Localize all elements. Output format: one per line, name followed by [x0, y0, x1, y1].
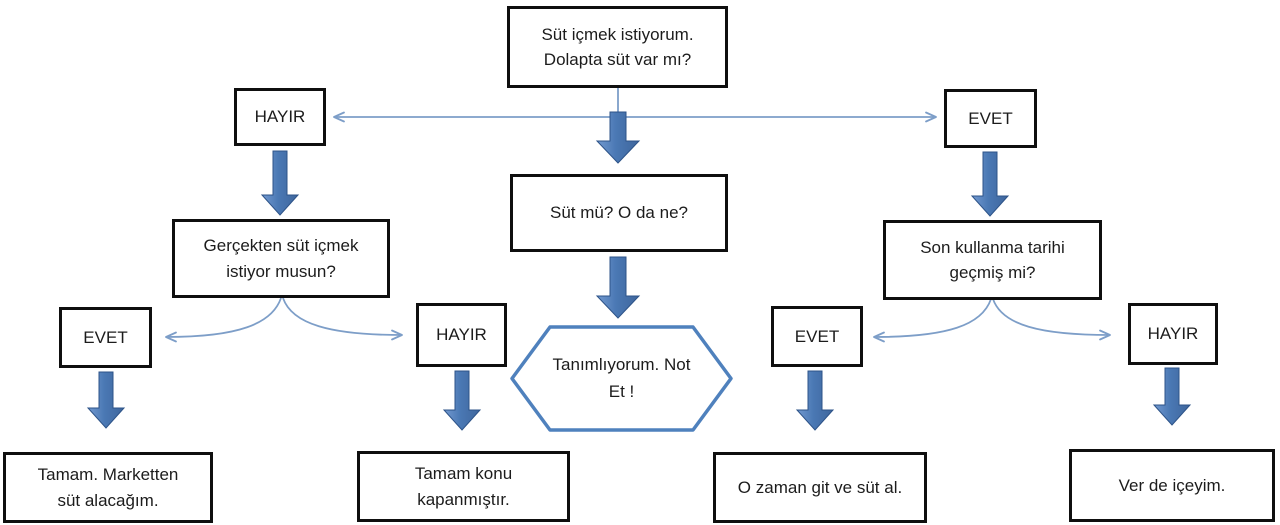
node-topic-closed: Tamam konu kapanmıştır.	[357, 451, 570, 522]
block-arrow-start-to-milkwhat	[595, 111, 641, 164]
node-milk-what-label: Süt mü? O da ne?	[550, 203, 688, 223]
arrow-expiry-to-hayir	[992, 298, 1111, 341]
node-left-no-label: HAYIR	[436, 325, 487, 345]
block-arrow-no-to-reallywant	[260, 150, 300, 216]
hexagon-define-note	[510, 325, 733, 432]
node-left-yes-label: EVET	[83, 327, 128, 347]
arrow-reallywant-to-hayir	[282, 297, 403, 341]
node-branch-yes-label: EVET	[968, 108, 1013, 128]
arrow-expiry-to-evet	[873, 298, 992, 343]
node-really-want-label: Gerçekten süt içmek istiyor musun?	[203, 236, 359, 281]
block-arrow-rightno-to-givemilk	[1152, 367, 1192, 426]
node-branch-yes: EVET	[944, 89, 1037, 148]
block-arrow-yes-to-expiry	[970, 151, 1010, 217]
node-milk-what: Süt mü? O da ne?	[510, 174, 728, 252]
node-go-buy-label: O zaman git ve süt al.	[737, 477, 903, 497]
node-buy-market: Tamam. Marketten süt alacağım.	[3, 452, 213, 523]
node-left-no: HAYIR	[416, 303, 507, 367]
node-start: Süt içmek istiyorum. Dolapta süt var mı?	[507, 6, 728, 88]
arrow-reallywant-to-evet	[165, 297, 282, 343]
node-give-milk-label: Ver de içeyim.	[1118, 475, 1226, 495]
node-define-note-label: Tanımlıyorum. Not Et !	[552, 355, 691, 401]
block-arrow-leftyes-to-buymarket	[86, 371, 126, 429]
node-right-no-label: HAYIR	[1147, 324, 1199, 344]
node-go-buy: O zaman git ve süt al.	[713, 452, 927, 523]
node-define-note: Tanımlıyorum. Not Et !	[505, 318, 738, 439]
node-start-label: Süt içmek istiyorum. Dolapta süt var mı?	[541, 24, 694, 70]
node-right-no: HAYIR	[1128, 303, 1218, 365]
node-really-want: Gerçekten süt içmek istiyor musun?	[172, 219, 390, 298]
node-give-milk: Ver de içeyim.	[1069, 449, 1275, 522]
node-branch-no-label: HAYIR	[254, 107, 306, 127]
node-branch-no: HAYIR	[234, 88, 326, 146]
node-right-yes: EVET	[771, 306, 863, 367]
node-right-yes-label: EVET	[794, 326, 840, 346]
block-arrow-rightyes-to-gobuy	[795, 370, 835, 431]
node-topic-closed-label: Tamam konu kapanmıştır.	[414, 464, 513, 509]
block-arrow-leftno-to-topicclosed	[442, 370, 482, 431]
block-arrow-milkwhat-to-define	[595, 256, 641, 319]
node-expiry-label: Son kullanma tarihi geçmiş mi?	[920, 237, 1065, 283]
node-expiry: Son kullanma tarihi geçmiş mi?	[883, 220, 1102, 300]
node-left-yes: EVET	[59, 307, 152, 368]
node-buy-market-label: Tamam. Marketten süt alacağım.	[37, 465, 179, 510]
